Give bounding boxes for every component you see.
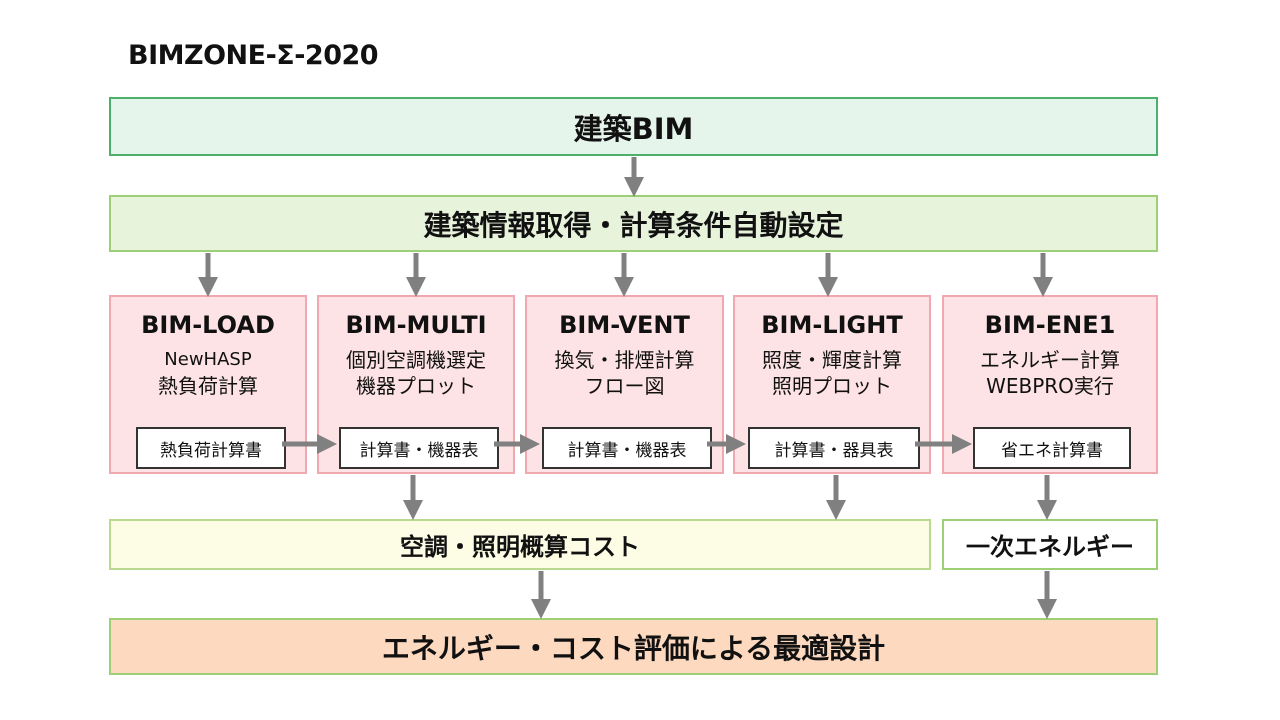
- module-subtitle: 個別空調機選定: [346, 348, 486, 372]
- module-subtitle: 照度・輝度計算: [762, 348, 902, 372]
- module-bim-light: BIM-LIGHT 照度・輝度計算 照明プロット 計算書・器具表: [733, 295, 931, 474]
- module-document: 計算書・器具表: [748, 427, 920, 469]
- module-description: 照明プロット: [772, 374, 892, 398]
- module-document: 省エネ計算書: [973, 427, 1131, 469]
- module-bim-multi: BIM-MULTI 個別空調機選定 機器プロット 計算書・機器表: [317, 295, 515, 474]
- module-document: 計算書・機器表: [542, 427, 712, 469]
- optimal-design-label: エネルギー・コスト評価による最適設計: [381, 631, 886, 665]
- optimal-design-box: エネルギー・コスト評価による最適設計: [109, 618, 1158, 675]
- primary-energy-label: 一次エネルギー: [966, 533, 1134, 561]
- module-description: 機器プロット: [356, 374, 476, 398]
- module-document: 計算書・機器表: [339, 427, 499, 469]
- diagram-title: BIMZONE-Σ-2020: [128, 40, 379, 71]
- module-document: 熱負荷計算書: [136, 427, 286, 469]
- primary-energy-box: 一次エネルギー: [942, 519, 1158, 570]
- cost-estimate-label: 空調・照明概算コスト: [400, 533, 640, 561]
- module-subtitle: 換気・排煙計算: [554, 348, 695, 372]
- module-bim-ene1: BIM-ENE1 エネルギー計算 WEBPRO実行 省エネ計算書: [942, 295, 1158, 474]
- module-title: BIM-VENT: [559, 311, 690, 339]
- module-title: BIM-ENE1: [984, 311, 1116, 339]
- auto-setting-label: 建築情報取得・計算条件自動設定: [423, 208, 844, 242]
- module-description: 熱負荷計算: [158, 374, 258, 398]
- module-description: WEBPRO実行: [986, 374, 1114, 398]
- auto-setting-box: 建築情報取得・計算条件自動設定: [109, 195, 1158, 252]
- module-title: BIM-LOAD: [141, 311, 275, 339]
- module-bim-vent: BIM-VENT 換気・排煙計算 フロー図 計算書・機器表: [525, 295, 724, 474]
- module-title: BIM-MULTI: [345, 311, 487, 339]
- module-description: フロー図: [584, 374, 665, 398]
- module-title: BIM-LIGHT: [761, 311, 903, 339]
- module-subtitle: エネルギー計算: [980, 348, 1120, 372]
- module-bim-load: BIM-LOAD NewHASP 熱負荷計算 熱負荷計算書: [109, 295, 307, 474]
- module-subtitle: NewHASP: [164, 349, 252, 370]
- architecture-bim-box: 建築BIM: [109, 97, 1158, 156]
- architecture-bim-label: 建築BIM: [573, 111, 694, 146]
- cost-estimate-box: 空調・照明概算コスト: [109, 519, 931, 570]
